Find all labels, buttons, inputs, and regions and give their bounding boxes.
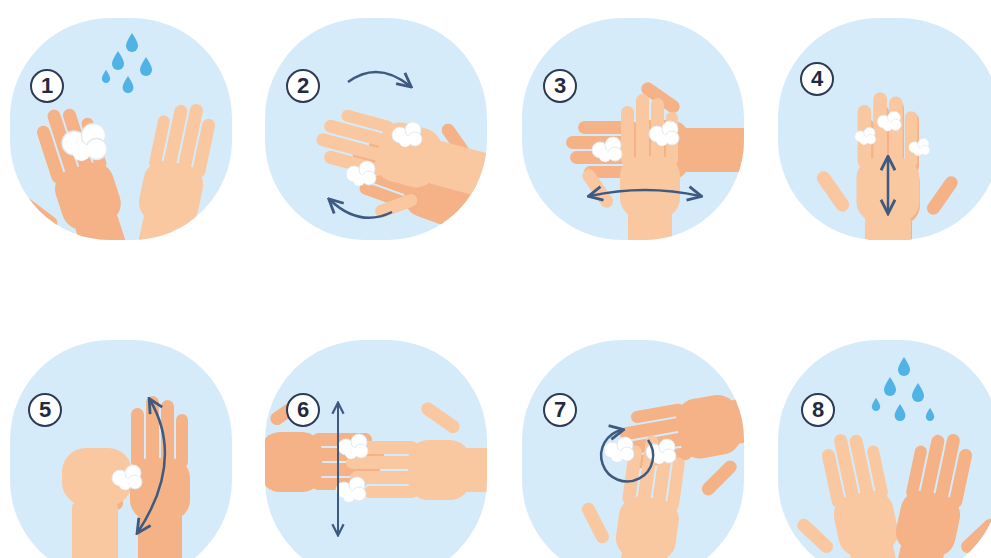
callout-number: 4 (811, 68, 823, 90)
motion-arrow (601, 430, 653, 481)
water-drop (895, 404, 906, 421)
hand (880, 426, 991, 558)
callout-number: 3 (554, 75, 566, 97)
step-number: 6 (286, 393, 320, 427)
hand (580, 94, 680, 240)
hand (123, 96, 232, 240)
step-scene (565, 381, 744, 558)
step-scene (265, 392, 487, 502)
foam (649, 121, 679, 146)
step-number: 4 (800, 62, 834, 96)
wrist (72, 500, 118, 558)
foam (338, 434, 368, 459)
step-scene (778, 426, 991, 558)
water-drop (898, 357, 910, 376)
motion-arrow (330, 200, 392, 218)
step-scene (300, 94, 487, 240)
callout-number: 2 (297, 75, 309, 97)
foam (592, 137, 622, 162)
callout-number: 1 (41, 75, 53, 97)
step-number: 3 (543, 69, 577, 103)
foam (346, 161, 376, 186)
foam (877, 111, 901, 131)
step-number: 7 (543, 393, 577, 427)
foam (336, 477, 366, 502)
motion-arrow (590, 190, 700, 196)
water-drop (912, 383, 924, 402)
callout-number: 5 (39, 399, 51, 421)
callout-number: 7 (554, 399, 566, 421)
water-drop (140, 57, 152, 76)
callout-number: 6 (297, 399, 309, 421)
hand (814, 92, 919, 240)
step-number: 2 (286, 69, 320, 103)
motion-arrow (337, 404, 339, 534)
step-scene (814, 92, 960, 240)
step-number: 8 (801, 393, 835, 427)
water-drop (112, 51, 124, 70)
water-drop (926, 408, 934, 421)
water-drop (126, 33, 138, 52)
hand (778, 426, 914, 558)
step-number: 1 (30, 69, 64, 103)
foam (112, 465, 142, 490)
motion-arrow (138, 400, 165, 532)
foam (855, 127, 876, 145)
hand (565, 427, 690, 558)
motion-arrow (887, 158, 890, 212)
foam (604, 437, 634, 462)
callout-number: 8 (812, 399, 824, 421)
water-drop (884, 377, 896, 396)
hand (10, 98, 145, 240)
background-blob (10, 340, 232, 558)
motion-arrow (348, 72, 410, 86)
step-scene (62, 396, 190, 558)
water-drop (123, 76, 134, 93)
step-scene (10, 96, 232, 240)
step-scene (566, 80, 744, 240)
foam (909, 138, 930, 156)
step-number: 5 (28, 393, 62, 427)
water-drop (872, 398, 880, 411)
foam (62, 124, 107, 162)
water-drop (102, 70, 110, 83)
foam (392, 122, 422, 147)
hand (300, 102, 487, 240)
